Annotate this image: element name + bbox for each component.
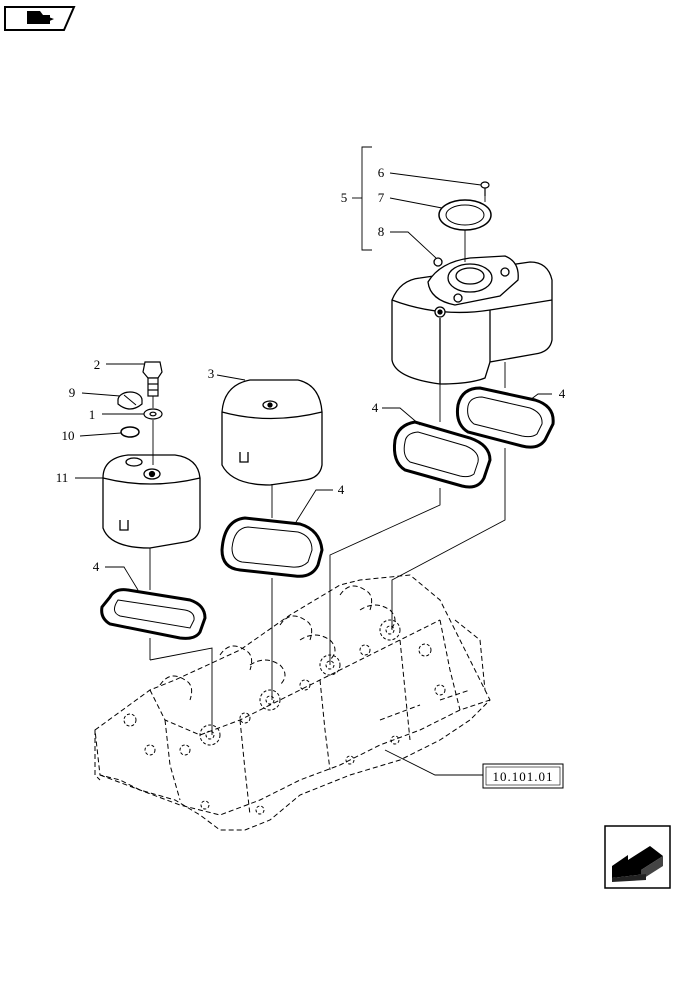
valve-cover-5	[391, 255, 553, 385]
callout-labels: 1 2 3 4 4 4 4 5 6 7 8 9 10 11	[56, 165, 566, 574]
callout-2: 2	[94, 357, 101, 372]
book-arrow-icon[interactable]	[4, 6, 76, 31]
callout-9: 9	[69, 385, 76, 400]
valve-cover-11	[102, 454, 201, 549]
callout-1: 1	[89, 407, 96, 422]
bolt-2	[142, 361, 163, 397]
callout-3: 3	[208, 366, 215, 381]
next-page-arrow-icon[interactable]	[604, 825, 671, 889]
callout-4-right-lower: 4	[372, 400, 379, 415]
oil-filler-cap-9	[117, 391, 143, 410]
callout-4-left: 4	[93, 559, 100, 574]
valve-cover-3	[221, 379, 323, 486]
reference-label: 10.101.01	[493, 769, 554, 784]
callout-6: 6	[378, 165, 385, 180]
callout-8: 8	[378, 224, 385, 239]
o-ring-10	[120, 426, 140, 438]
callout-7: 7	[378, 190, 385, 205]
leader-lines	[75, 146, 552, 776]
gasket-4-right-upper	[456, 386, 555, 449]
screw-6	[480, 181, 490, 196]
gasket-4-right-lower	[393, 420, 492, 489]
callout-4-right-upper: 4	[559, 386, 566, 401]
assembly-guide-lines	[149, 196, 506, 735]
gasket-4-left	[100, 588, 207, 640]
cylinder-head-ports	[123, 619, 446, 815]
reference-box[interactable]: 10.101.01	[482, 763, 564, 789]
seal-ring-7	[438, 199, 492, 231]
cylinder-head	[94, 574, 491, 831]
callout-5: 5	[341, 190, 348, 205]
callout-10: 10	[62, 428, 75, 443]
gasket-4-middle	[220, 516, 324, 578]
washer-1	[143, 408, 163, 420]
callout-11: 11	[56, 470, 69, 485]
callout-4-middle: 4	[338, 482, 345, 497]
